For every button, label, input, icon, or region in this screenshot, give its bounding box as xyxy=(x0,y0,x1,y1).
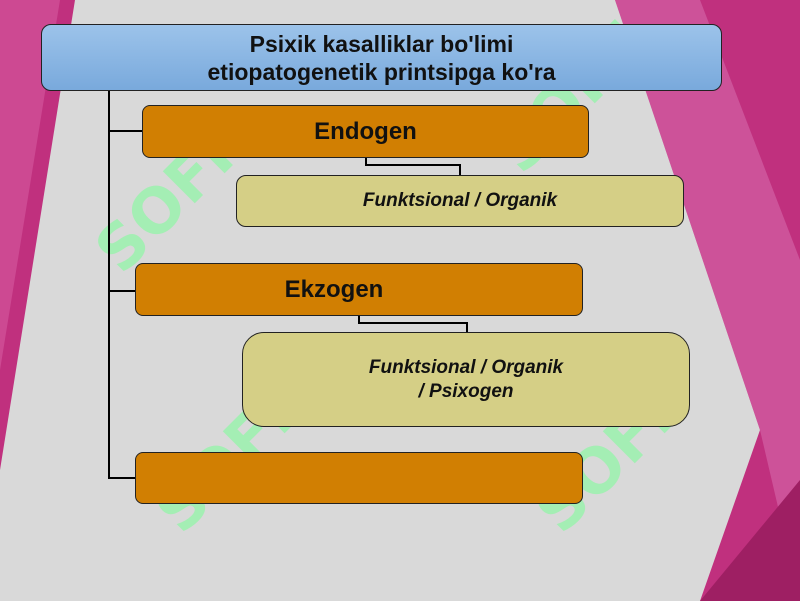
category-endogen: Endogen xyxy=(142,105,589,158)
connector-ekzogen-h xyxy=(358,322,467,324)
connector-ekzogen-v2 xyxy=(466,322,468,332)
subtype-ekzogen: Funktsional / Organik / Psixogen xyxy=(242,332,690,427)
branch-ekzogen xyxy=(108,290,136,292)
category-endogen-label: Endogen xyxy=(314,117,417,145)
diagram-title-box: Psixik kasalliklar bo'limi etiopatogenet… xyxy=(41,24,722,91)
title-line-1: Psixik kasalliklar bo'limi xyxy=(249,30,514,57)
category-ekzogen: Ekzogen xyxy=(135,263,583,316)
branch-empty xyxy=(108,477,136,479)
main-trunk-line xyxy=(108,91,110,479)
subtype-ekzogen-line-2: / Psixogen xyxy=(418,380,514,402)
connector-endogen-h xyxy=(365,164,460,166)
title-line-2: etiopatogenetik printsipga ko'ra xyxy=(207,58,556,85)
connector-ekzogen-v1 xyxy=(358,315,360,324)
branch-endogen xyxy=(108,130,143,132)
category-ekzogen-label: Ekzogen xyxy=(284,275,384,303)
category-empty xyxy=(135,452,583,504)
connector-endogen-v1 xyxy=(365,157,367,165)
subtype-endogen: Funktsional / Organik xyxy=(236,175,684,227)
subtype-endogen-label: Funktsional / Organik xyxy=(362,190,558,211)
subtype-ekzogen-line-1: Funktsional / Organik xyxy=(368,356,564,378)
connector-endogen-v2 xyxy=(459,164,461,175)
